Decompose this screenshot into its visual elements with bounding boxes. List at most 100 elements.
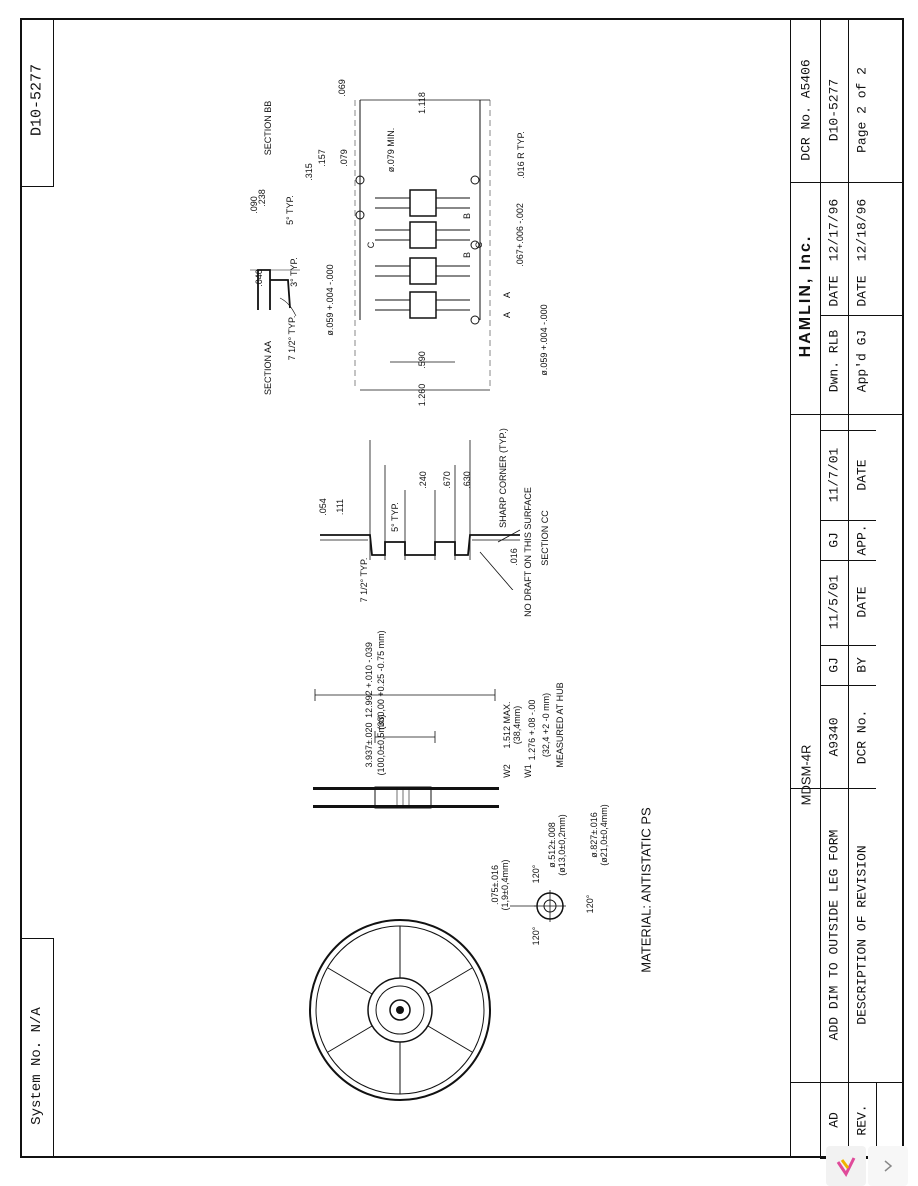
dim-512: ø.512±.008 <box>547 822 557 868</box>
angle-120-a: 120° <box>531 864 541 884</box>
cc-dim-054: .054 <box>318 498 328 516</box>
dim-1276-mm: (32,4 +2 -0 mm) <box>541 692 551 758</box>
bb-letter-c2: C <box>474 241 484 249</box>
tb-row-8 <box>820 645 876 646</box>
title-block-col2 <box>848 18 849 1158</box>
title-block-col3 <box>876 1082 877 1158</box>
rev-by: GJ <box>826 657 842 673</box>
tb-row-2 <box>790 414 904 415</box>
section-cc-view <box>320 440 521 590</box>
dim-12992: 12.992 +.010 -.039 <box>364 642 374 718</box>
tb-row-10 <box>790 1082 904 1083</box>
approved-by: App'd GJ <box>854 329 870 393</box>
reel-front-view <box>309 919 491 1101</box>
bb-dim-1260: 1.260 <box>417 383 427 407</box>
bb-dim-079min: ø.079 MIN. <box>386 127 396 173</box>
dim-512-mm: (ø13,0±0,2mm) <box>557 814 567 876</box>
bb-dim-315: .315 <box>304 163 314 181</box>
cc-dim-111: .111 <box>335 498 345 516</box>
bb-label: SECTION BB <box>263 100 273 156</box>
cc-dim-630: .630 <box>462 471 472 489</box>
bb-letter-c1: C <box>366 241 376 249</box>
system-divider-h <box>20 938 54 939</box>
bb-dim-5typ: 5° TYP. <box>285 195 295 225</box>
cc-dim-712: 7 1/2° TYP. <box>359 557 369 603</box>
tb-row-3 <box>820 315 904 316</box>
w1-label: W1 <box>523 764 533 778</box>
section-aa-view <box>250 269 300 317</box>
part-number: MDSM-4R <box>798 744 814 806</box>
cc-sharp-corner: SHARP CORNER (TYP.) <box>498 428 508 528</box>
cc-label: SECTION CC <box>540 510 550 566</box>
bb-dim-016r: .016 R TYP. <box>516 131 526 179</box>
cc-dim-016: .016 <box>509 548 519 566</box>
bb-dim-079: .079 <box>339 149 349 167</box>
next-page-button[interactable] <box>868 1146 908 1186</box>
logo-button[interactable] <box>826 1146 866 1186</box>
cc-dim-240: .240 <box>418 471 428 489</box>
tb-row-5 <box>820 430 876 431</box>
dim-1512: 1.512 MAX. <box>502 701 512 749</box>
dim-1276: 1.276 +.08 -.00 <box>527 699 537 761</box>
bb-dim-238: .238 <box>257 189 267 207</box>
bb-letter-a2: A <box>502 311 512 319</box>
rev-value: AD <box>826 1112 842 1128</box>
dcr-number: DCR No. A5406 <box>798 59 814 161</box>
approved-date: 12/18/96 <box>854 198 870 262</box>
dim-1512-mm: (38,4mm) <box>512 705 522 745</box>
cc-no-draft: NO DRAFT ON THIS SURFACE <box>523 487 533 617</box>
drawn-date-label: DATE <box>826 275 842 307</box>
pdf-logo-icon <box>836 1157 856 1177</box>
chevron-right-icon <box>884 1160 893 1172</box>
rev-header: REV. <box>854 1104 870 1136</box>
description-header: DESCRIPTION OF REVISION <box>854 845 870 1025</box>
bb-dim-006: +.006 -.002 <box>515 203 525 249</box>
bb-dim-590: .590 <box>417 351 427 369</box>
rev-date: 11/5/01 <box>826 574 842 630</box>
header-divider <box>53 18 54 186</box>
tb-row-6 <box>820 520 876 521</box>
aa-dim-712: 7 1/2° TYP. <box>287 315 297 361</box>
tb-row-4 <box>790 788 876 789</box>
title-block-border <box>790 18 791 1158</box>
dim-827: ø.827±.016 <box>589 812 599 858</box>
bb-letter-b2: B <box>462 251 472 259</box>
title-block-col1 <box>820 18 821 1158</box>
material-note: MATERIAL: ANTISTATIC PS <box>638 807 654 973</box>
app-header: APP. <box>854 524 870 556</box>
dim-075: .075±.016 <box>490 865 500 905</box>
angle-120-c: 120° <box>585 894 595 914</box>
tb-row-9 <box>820 685 876 686</box>
cc-dim-5typ: 5° TYP. <box>390 502 400 532</box>
bb-dim-069: .069 <box>337 79 347 97</box>
bb-letter-a1: A <box>502 291 512 299</box>
system-number: System No. N/A <box>29 1007 45 1125</box>
tb-row-1 <box>790 182 904 183</box>
approved-date-label: DATE <box>854 275 870 307</box>
rev-description: ADD DIM TO OUTSIDE LEG FORM <box>826 829 842 1041</box>
cc-dim-670: .670 <box>442 471 452 489</box>
section-bb-tape-view <box>354 99 491 391</box>
aa-dim-040: .040 <box>254 269 264 287</box>
bb-dim-1118: 1.118 <box>417 92 427 114</box>
header-divider-h <box>20 186 54 187</box>
rev-dcr: A9340 <box>826 717 842 757</box>
bb-dim-067: .067 <box>515 249 525 267</box>
bb-dim-059: ø.059 +.004 -.000 <box>539 304 549 376</box>
date-header: DATE <box>854 586 870 618</box>
aa-dim-3typ: 3° TYP. <box>289 257 299 287</box>
rev-app-date: 11/7/01 <box>826 447 842 503</box>
sheet-frame <box>20 18 904 1158</box>
reel-side-view <box>313 689 499 809</box>
system-divider <box>53 938 54 1158</box>
drawn-by: Dwn. RLB <box>826 329 842 393</box>
w2-label: W2 <box>502 764 512 778</box>
by-header: BY <box>854 657 870 673</box>
bb-letter-b1: B <box>462 212 472 220</box>
app-date-header: DATE <box>854 459 870 491</box>
dcr-header: DCR No. <box>854 709 870 765</box>
drawn-date: 12/17/96 <box>826 198 842 262</box>
hub-detail <box>510 890 566 922</box>
company-name: HAMLIN, Inc. <box>797 234 814 358</box>
